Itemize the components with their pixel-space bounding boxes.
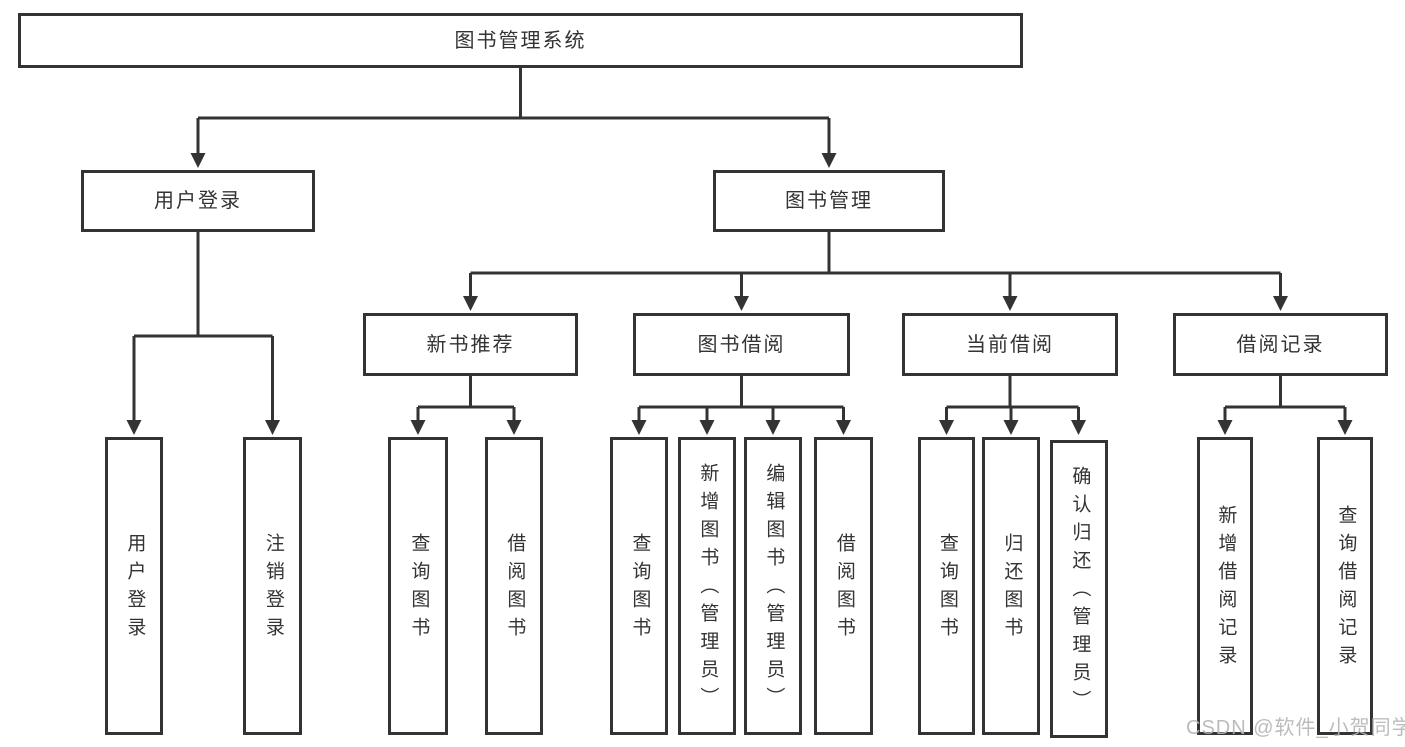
- leaf-user-login: 用户登录: [105, 437, 163, 735]
- node-book-borrow: 图书借阅: [633, 313, 850, 376]
- leaf-confirm-return-admin: 确认归还（管理员）: [1050, 440, 1108, 738]
- leaf-logout: 注销登录: [243, 437, 302, 735]
- leaf-borrow-books-2: 借阅图书: [814, 437, 873, 735]
- node-book-management: 图书管理: [713, 170, 945, 232]
- csdn-watermark: CSDN @软件_小贺同学: [1186, 717, 1405, 739]
- node-new-book-recommend: 新书推荐: [363, 313, 578, 376]
- leaf-query-books-2: 查询图书: [610, 437, 668, 735]
- leaf-borrow-books-1: 借阅图书: [485, 437, 543, 735]
- connector-trunk-lines: [134, 68, 1345, 409]
- node-borrow-records: 借阅记录: [1173, 313, 1388, 376]
- leaf-return-book: 归还图书: [982, 437, 1040, 735]
- leaf-add-book-admin: 新增图书（管理员）: [678, 437, 736, 735]
- node-user-login: 用户登录: [81, 170, 315, 232]
- node-library-management-system: 图书管理系统: [18, 13, 1023, 68]
- leaf-query-books-1: 查询图书: [388, 437, 448, 735]
- leaf-edit-book-admin: 编辑图书（管理员）: [744, 437, 802, 735]
- node-current-borrow: 当前借阅: [902, 313, 1118, 376]
- leaf-query-borrow-record: 查询借阅记录: [1317, 437, 1373, 735]
- leaf-query-books-3: 查询图书: [918, 437, 975, 735]
- leaf-add-borrow-record: 新增借阅记录: [1197, 437, 1253, 735]
